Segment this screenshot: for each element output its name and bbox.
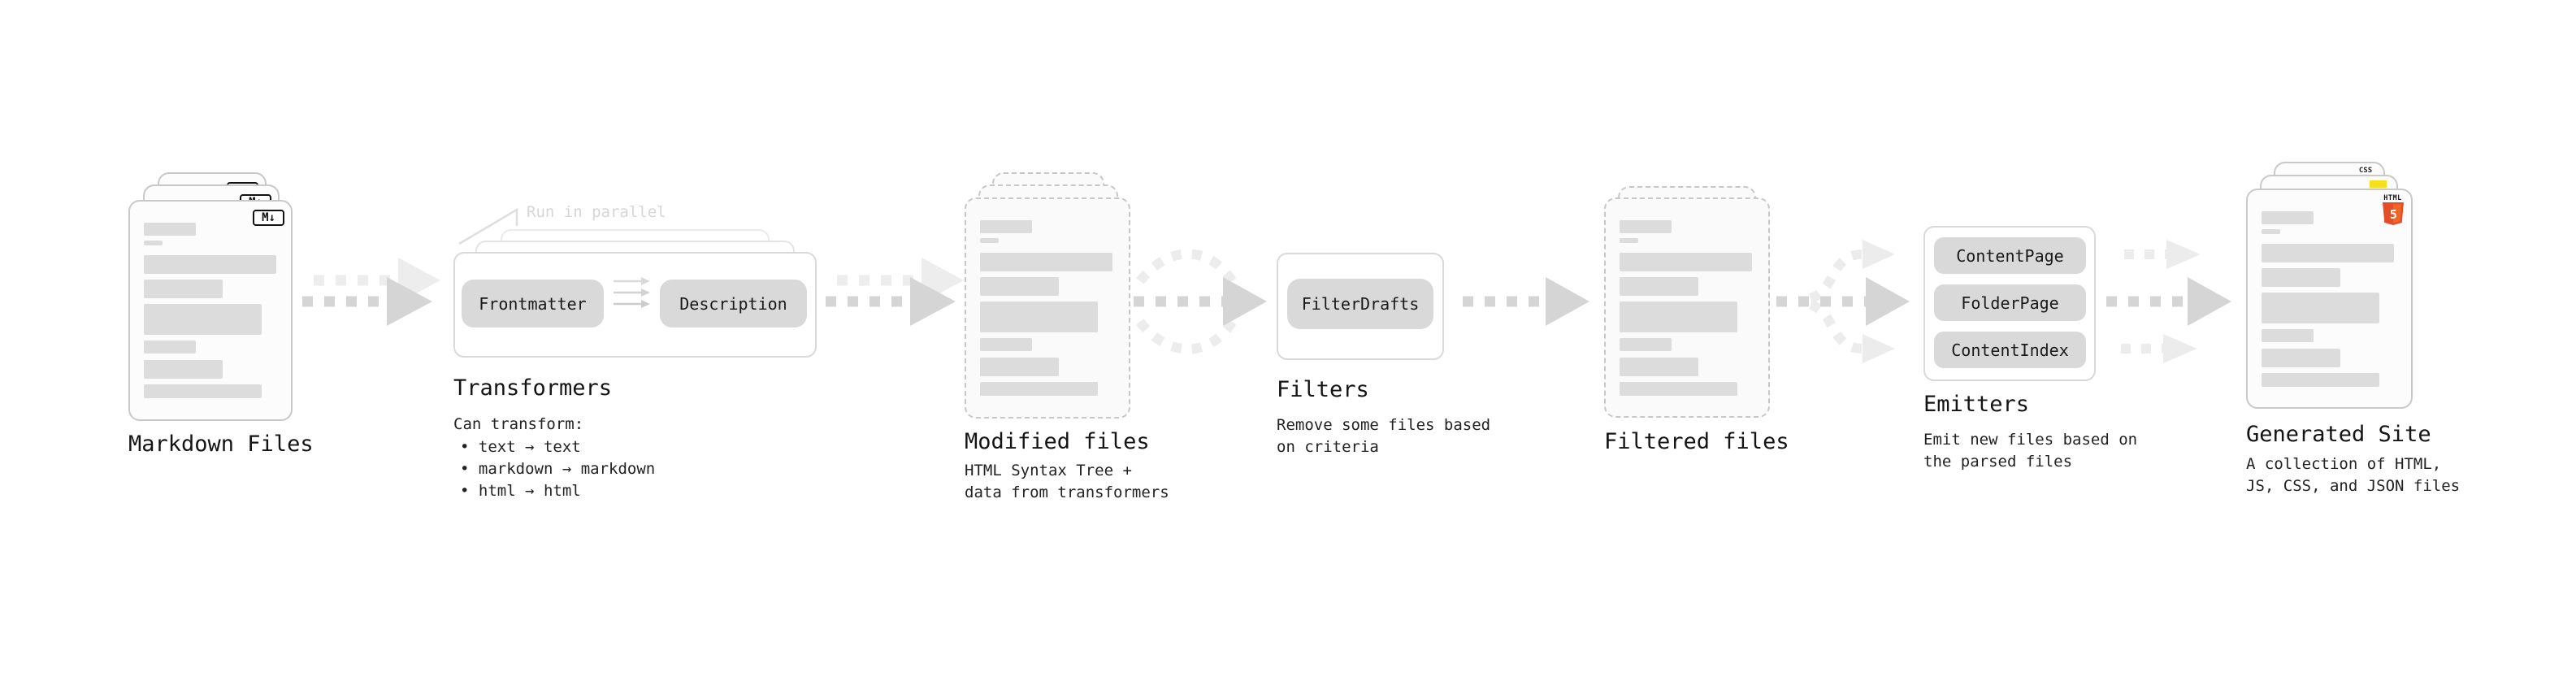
doc-line-bar — [2262, 229, 2280, 234]
doc-line-bar — [144, 340, 196, 354]
doc-line-bar — [980, 358, 1059, 376]
doc-line-bar — [144, 360, 223, 379]
emitters-label: Emitters — [1923, 392, 2030, 417]
svg-text:5: 5 — [2389, 207, 2396, 222]
filtered-files-label: Filtered files — [1604, 429, 1789, 454]
description-pill: Description — [660, 280, 807, 327]
doc-line-bar — [2262, 349, 2340, 367]
js-icon — [2370, 180, 2387, 188]
emitters-sublabel: Emit new files based on the parsed files — [1923, 431, 2138, 471]
flow-arrow-icon — [826, 258, 964, 326]
modified-files-label: Modified files — [965, 429, 1150, 454]
doc-line-bar — [1620, 301, 1737, 332]
transformers-bullet: • text → text — [460, 438, 581, 456]
doc-line-bar — [980, 220, 1032, 233]
doc-line-bar — [144, 384, 262, 398]
doc-line-bar — [2262, 244, 2394, 262]
flow-arrow-icon — [1463, 277, 1589, 326]
doc-line-bar — [980, 382, 1098, 396]
frontmatter-pill: Frontmatter — [462, 280, 604, 327]
contentpage-pill: ContentPage — [1934, 237, 2086, 274]
markdown-icon: M↓ — [253, 210, 284, 226]
doc-content-lines — [144, 223, 276, 398]
run-in-parallel-annotation: Run in parallel — [527, 203, 666, 221]
doc-line-bar — [144, 304, 262, 335]
transformers-label: Transformers — [453, 375, 613, 401]
folderpage-pill: FolderPage — [1934, 284, 2086, 321]
doc-line-bar — [1620, 220, 1672, 233]
filtered-doc-front — [1604, 197, 1770, 418]
markdown-doc-front: M↓ — [128, 200, 293, 421]
doc-line-bar — [144, 255, 276, 274]
doc-line-bar — [2262, 373, 2379, 387]
doc-line-bar — [1620, 338, 1672, 351]
flow-arrow-icon — [302, 258, 440, 326]
html5-icon: HTML 5 — [2382, 195, 2404, 228]
transformers-note-heading: Can transform: — [453, 415, 584, 433]
doc-line-bar — [1620, 238, 1638, 243]
filters-label: Filters — [1277, 377, 1369, 402]
doc-line-bar — [2262, 329, 2314, 342]
generated-site-label: Generated Site — [2246, 422, 2431, 447]
doc-content-lines — [980, 220, 1112, 396]
filters-sublabel: Remove some files based on criteria — [1277, 416, 1491, 456]
transformers-bullet: • markdown → markdown — [460, 460, 656, 478]
doc-line-bar — [144, 280, 223, 298]
doc-line-bar — [1620, 277, 1698, 296]
doc-line-bar — [980, 238, 999, 243]
transform-step-arrows-icon — [614, 277, 650, 308]
doc-line-bar — [980, 277, 1059, 296]
doc-line-bar — [2262, 293, 2379, 323]
generated-site-sublabel: A collection of HTML, JS, CSS, and JSON … — [2246, 455, 2461, 495]
triple-flow-arrow-icon — [2106, 240, 2231, 363]
doc-content-lines — [2262, 211, 2394, 387]
doc-line-bar — [2262, 211, 2314, 224]
doc-content-lines — [1620, 220, 1752, 396]
markdown-files-label: Markdown Files — [128, 432, 314, 457]
contentindex-pill: ContentIndex — [1934, 332, 2086, 368]
modified-doc-front — [965, 197, 1130, 419]
html5-shield-icon: 5 — [2382, 202, 2404, 225]
site-doc-html: HTML 5 — [2246, 189, 2413, 409]
doc-line-bar — [144, 241, 163, 245]
fan-out-arrow-icon — [1776, 240, 1910, 363]
doc-line-bar — [144, 223, 196, 236]
doc-line-bar — [1620, 253, 1752, 271]
fan-in-arrow-icon — [1134, 249, 1267, 354]
doc-line-bar — [2262, 268, 2340, 287]
doc-line-bar — [980, 338, 1032, 351]
doc-line-bar — [1620, 382, 1737, 396]
doc-line-bar — [980, 301, 1098, 332]
doc-line-bar — [1620, 358, 1698, 376]
filterdrafts-pill: FilterDrafts — [1287, 279, 1433, 329]
modified-files-sublabel: HTML Syntax Tree + data from transformer… — [965, 462, 1169, 501]
transformers-bullet: • html → html — [460, 482, 581, 500]
callout-line-icon — [458, 207, 518, 245]
doc-line-bar — [980, 253, 1112, 271]
